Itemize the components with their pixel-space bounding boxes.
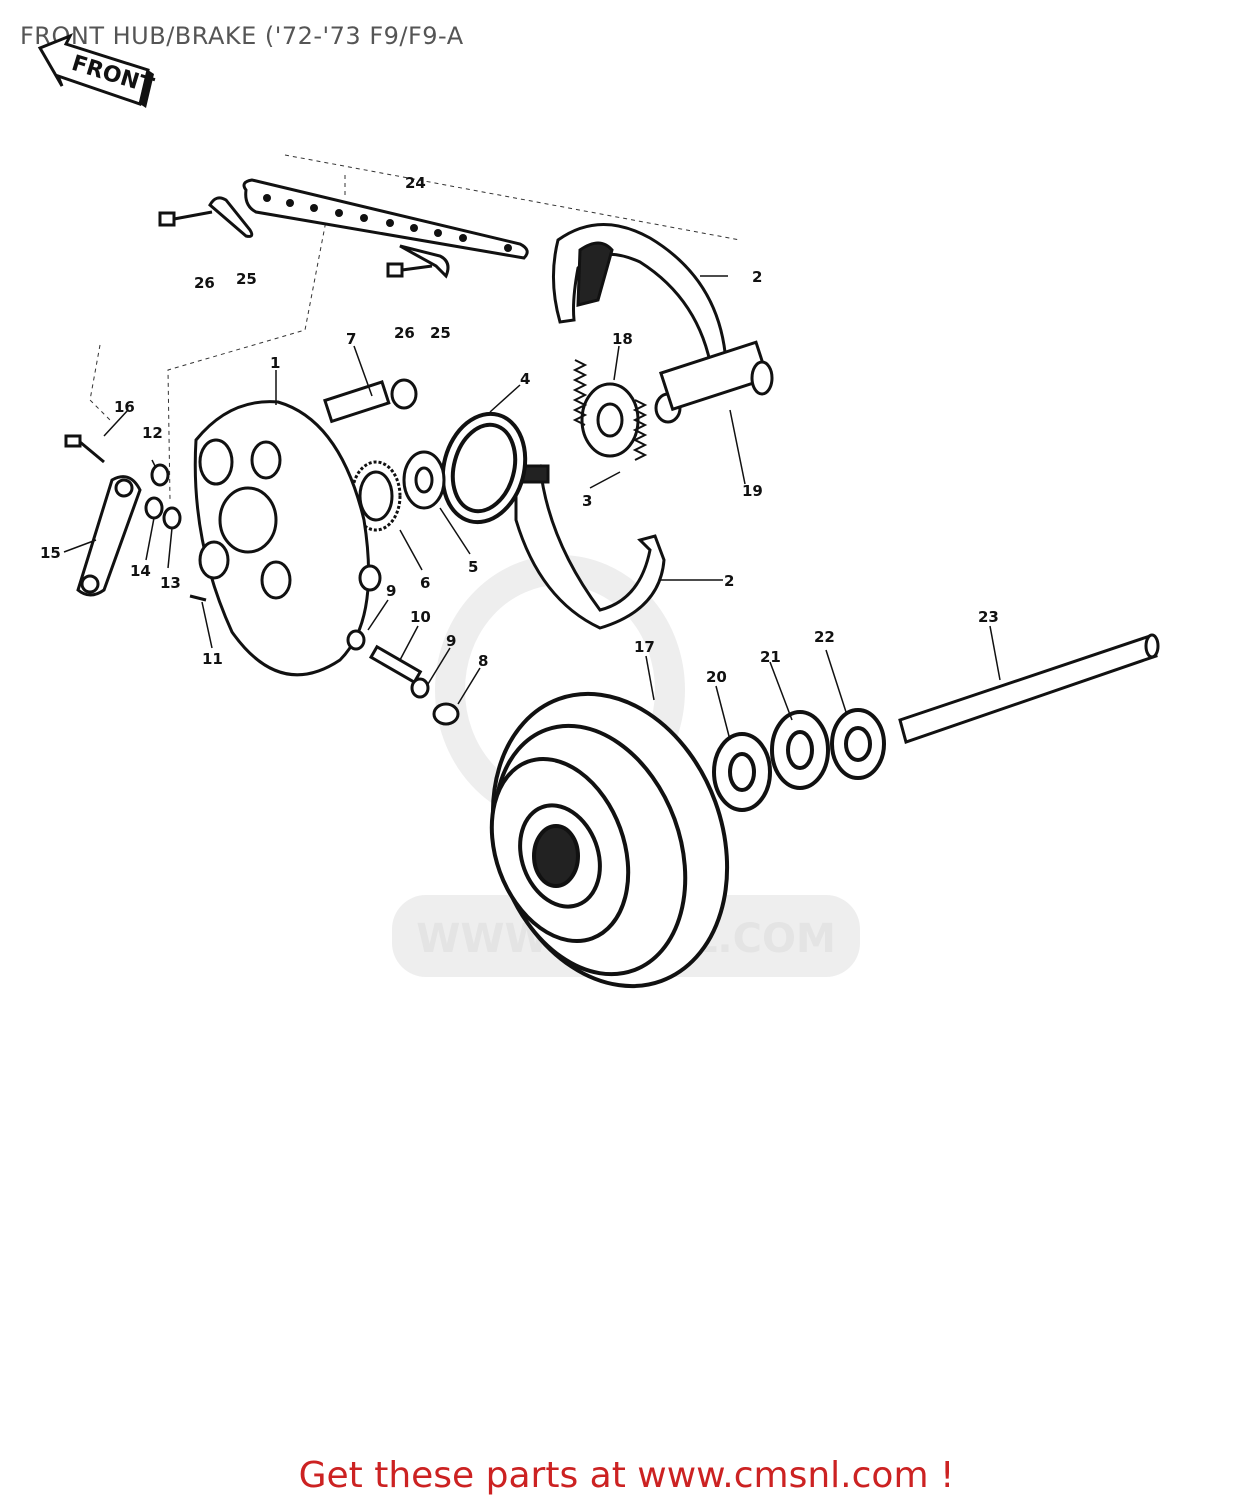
part-22-oil-seal	[830, 708, 886, 780]
callout-19: 19	[742, 482, 763, 500]
part-15-brake-lever	[76, 475, 142, 597]
part-2-brake-shoe-upper	[552, 223, 728, 375]
part-2-brake-shoe-lower	[514, 464, 666, 630]
callout-2: 2	[752, 268, 762, 286]
callout-13: 13	[160, 574, 181, 592]
callout-9: 9	[446, 632, 456, 650]
part-23-axle	[898, 633, 1160, 744]
callout-9: 9	[386, 582, 396, 600]
callout-1: 1	[270, 354, 280, 372]
callout-8: 8	[478, 652, 488, 670]
callout-leader-lines	[63, 275, 1001, 741]
part-25-26-bolt-set-left	[158, 196, 254, 238]
callout-15: 15	[40, 544, 61, 562]
part-18-bearing	[580, 382, 640, 458]
callout-18: 18	[612, 330, 633, 348]
part-19-brake-cam	[654, 340, 774, 424]
callout-12: 12	[142, 424, 163, 442]
part-17-hub	[489, 691, 730, 989]
callout-3: 3	[582, 492, 592, 510]
callout-24: 24	[405, 174, 426, 192]
callout-14: 14	[130, 562, 151, 580]
guide-lines	[89, 154, 741, 501]
callout-16: 16	[114, 398, 135, 416]
part-4-seal-ring	[440, 411, 528, 525]
part-8-9-10-11-fittings	[189, 594, 460, 726]
callout-23: 23	[978, 608, 999, 626]
part-24-adjuster-plate	[242, 178, 529, 260]
part-5-lock-washer	[402, 450, 446, 510]
front-arrow-icon: FRONT	[37, 33, 156, 108]
callout-26: 26	[394, 324, 415, 342]
part-1-brake-panel	[193, 400, 382, 677]
callout-4: 4	[520, 370, 530, 388]
callout-10: 10	[410, 608, 431, 626]
callout-2: 2	[724, 572, 734, 590]
callout-6: 6	[420, 574, 430, 592]
part-12-13-14-washers-nuts	[144, 463, 182, 530]
callout-11: 11	[202, 650, 223, 668]
callout-22: 22	[814, 628, 835, 646]
part-20-bearing	[712, 732, 772, 812]
part-21-bearing	[770, 710, 830, 790]
part-25-26-bolt-set-right	[386, 244, 450, 279]
callout-7: 7	[346, 330, 356, 348]
callout-26: 26	[194, 274, 215, 292]
callout-17: 17	[634, 638, 655, 656]
part-16-bolt	[64, 434, 105, 464]
footer-promo-text: Get these parts at www.cmsnl.com !	[298, 1455, 955, 1496]
part-3-return-springs	[572, 359, 648, 461]
callout-25: 25	[430, 324, 451, 342]
callout-5: 5	[468, 558, 478, 576]
page-title: FRONT HUB/BRAKE ('72-'73 F9/F9-A	[20, 22, 464, 50]
callout-25: 25	[236, 270, 257, 288]
part-7-pinion	[323, 378, 418, 424]
callout-20: 20	[706, 668, 727, 686]
callout-labels: 24 26 25 26 25 2 18 7 1 4 19 16 12 3 15 …	[40, 174, 999, 686]
callout-21: 21	[760, 648, 781, 666]
